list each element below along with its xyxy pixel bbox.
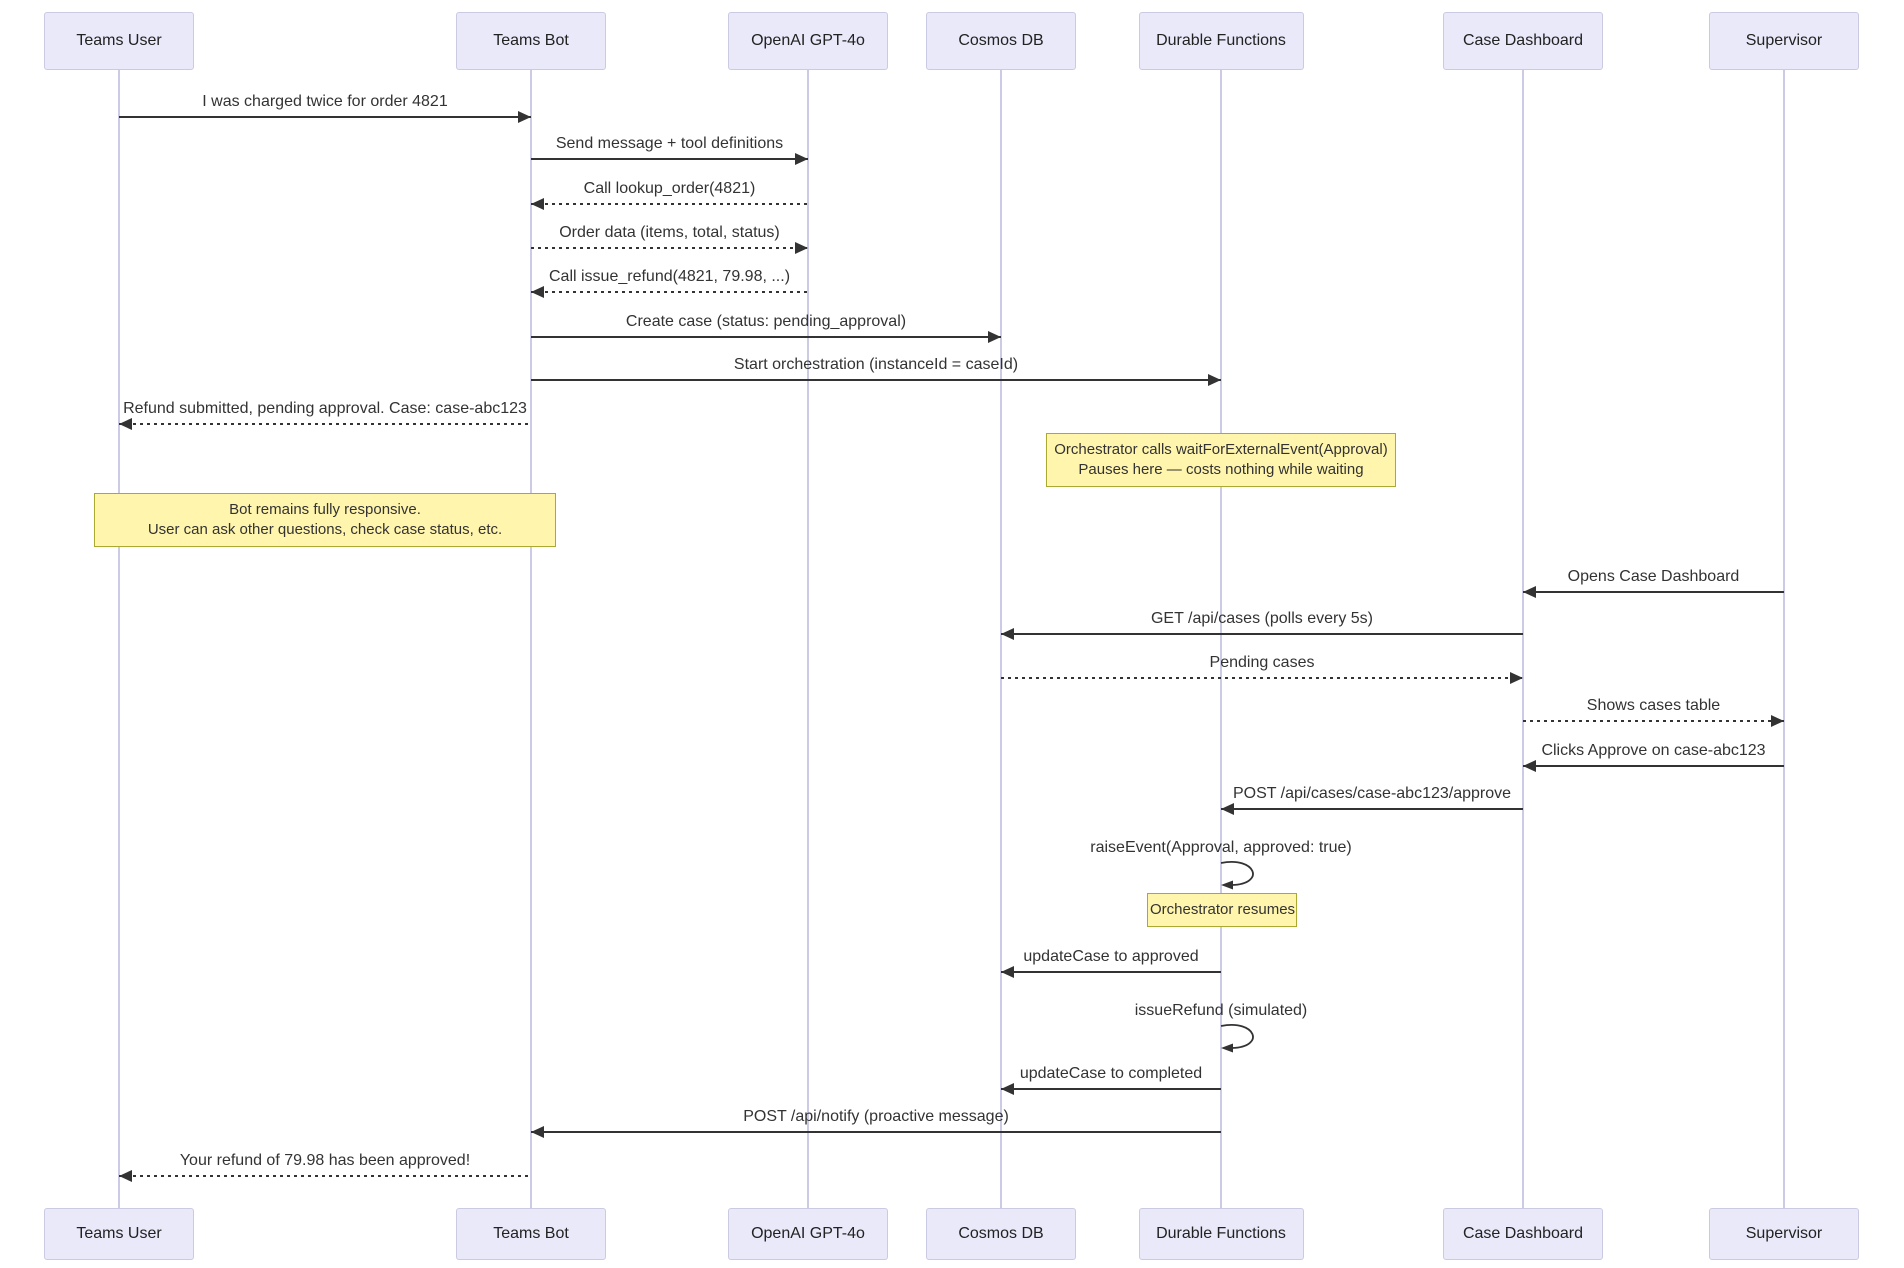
- message-line: [531, 291, 808, 293]
- message-label: Pending cases: [1209, 654, 1315, 671]
- message-line: [119, 1175, 531, 1177]
- note: Orchestrator resumes: [1147, 893, 1297, 927]
- message-line: [531, 336, 1001, 338]
- message-line: [531, 203, 808, 205]
- actor-top-openai-gpt-4o: OpenAI GPT-4o: [728, 12, 888, 70]
- self-loop-arrow: [1220, 860, 1266, 890]
- message-label: POST /api/cases/case-abc123/approve: [1232, 785, 1512, 802]
- message-label: POST /api/notify (proactive message): [743, 1108, 1009, 1125]
- message-label: GET /api/cases (polls every 5s): [1150, 610, 1373, 627]
- message-line: [1001, 971, 1221, 973]
- message-label: Call issue_refund(4821, 79.98, ...): [548, 268, 791, 285]
- message-line: [1001, 633, 1523, 635]
- message-label: Shows cases table: [1586, 697, 1721, 714]
- actor-top-supervisor: Supervisor: [1709, 12, 1859, 70]
- message-label: Call lookup_order(4821): [583, 180, 756, 197]
- lifeline-openai-gpt-4o: [807, 70, 809, 1208]
- lifeline-durable-functions: [1220, 70, 1222, 1208]
- message-label: Create case (status: pending_approval): [625, 313, 907, 330]
- message-label: Opens Case Dashboard: [1567, 568, 1740, 585]
- actor-bottom-supervisor: Supervisor: [1709, 1208, 1859, 1260]
- actor-top-case-dashboard: Case Dashboard: [1443, 12, 1603, 70]
- message-label: Send message + tool definitions: [555, 135, 784, 152]
- message-line: [1221, 808, 1523, 810]
- message-label: updateCase to approved: [1023, 948, 1199, 965]
- arrowhead-right-icon: [518, 111, 531, 123]
- self-message-label: issueRefund (simulated): [1134, 1002, 1308, 1019]
- note: Orchestrator calls waitForExternalEvent(…: [1046, 433, 1396, 487]
- arrowhead-left-icon: [531, 286, 544, 298]
- note-line: Bot remains fully responsive.: [229, 501, 421, 518]
- arrowhead-right-icon: [988, 331, 1001, 343]
- lifeline-teams-bot: [530, 70, 532, 1208]
- message-label: I was charged twice for order 4821: [202, 93, 448, 110]
- self-message-label: raiseEvent(Approval, approved: true): [1090, 839, 1352, 856]
- message-line: [1523, 591, 1784, 593]
- arrowhead-left-icon: [531, 1126, 544, 1138]
- arrowhead-left-icon: [1523, 586, 1536, 598]
- actor-bottom-openai-gpt-4o: OpenAI GPT-4o: [728, 1208, 888, 1260]
- actor-bottom-teams-bot: Teams Bot: [456, 1208, 606, 1260]
- arrowhead-right-icon: [795, 242, 808, 254]
- message-line: [531, 158, 808, 160]
- note-line: Orchestrator resumes: [1150, 901, 1296, 918]
- arrowhead-right-icon: [1771, 715, 1784, 727]
- arrowhead-left-icon: [119, 1170, 132, 1182]
- note-line: Pauses here — costs nothing while waitin…: [1078, 461, 1364, 478]
- arrowhead-left-icon: [531, 198, 544, 210]
- lifeline-supervisor: [1783, 70, 1785, 1208]
- arrowhead-left-icon: [1001, 966, 1014, 978]
- message-line: [119, 423, 531, 425]
- message-line: [531, 379, 1221, 381]
- note-line: User can ask other questions, check case…: [147, 521, 503, 538]
- arrowhead-left-icon: [1001, 628, 1014, 640]
- actor-bottom-teams-user: Teams User: [44, 1208, 194, 1260]
- arrowhead-left-icon: [1001, 1083, 1014, 1095]
- actor-bottom-durable-functions: Durable Functions: [1138, 1208, 1304, 1260]
- message-label: Refund submitted, pending approval. Case…: [123, 400, 527, 417]
- arrowhead-left-icon: [1221, 803, 1234, 815]
- actor-bottom-cosmos-db: Cosmos DB: [926, 1208, 1076, 1260]
- lifeline-teams-user: [118, 70, 120, 1208]
- actor-bottom-case-dashboard: Case Dashboard: [1443, 1208, 1603, 1260]
- arrowhead-right-icon: [1208, 374, 1221, 386]
- message-label: Order data (items, total, status): [559, 224, 780, 241]
- arrowhead-left-icon: [1523, 760, 1536, 772]
- message-label: Start orchestration (instanceId = caseId…: [733, 356, 1019, 373]
- message-line: [531, 247, 808, 249]
- note: Bot remains fully responsive. User can as…: [94, 493, 556, 547]
- message-label: updateCase to completed: [1019, 1065, 1203, 1082]
- actor-top-durable-functions: Durable Functions: [1138, 12, 1304, 70]
- actor-top-cosmos-db: Cosmos DB: [926, 12, 1076, 70]
- actor-top-teams-user: Teams User: [44, 12, 194, 70]
- self-loop-icon: [1220, 860, 1254, 890]
- self-loop-icon: [1220, 1023, 1254, 1053]
- actor-top-teams-bot: Teams Bot: [456, 12, 606, 70]
- self-loop-arrow: [1220, 1023, 1266, 1053]
- arrowhead-right-icon: [1510, 672, 1523, 684]
- message-line: [1523, 720, 1784, 722]
- arrowhead-left-icon: [119, 418, 132, 430]
- message-line: [531, 1131, 1221, 1133]
- note-line: Orchestrator calls waitForExternalEvent(…: [1054, 441, 1388, 458]
- lifeline-case-dashboard: [1522, 70, 1524, 1208]
- message-line: [1523, 765, 1784, 767]
- message-label: Clicks Approve on case-abc123: [1541, 742, 1766, 759]
- message-line: [119, 116, 531, 118]
- arrowhead-right-icon: [795, 153, 808, 165]
- message-line: [1001, 677, 1523, 679]
- message-label: Your refund of 79.98 has been approved!: [179, 1152, 471, 1169]
- message-line: [1001, 1088, 1221, 1090]
